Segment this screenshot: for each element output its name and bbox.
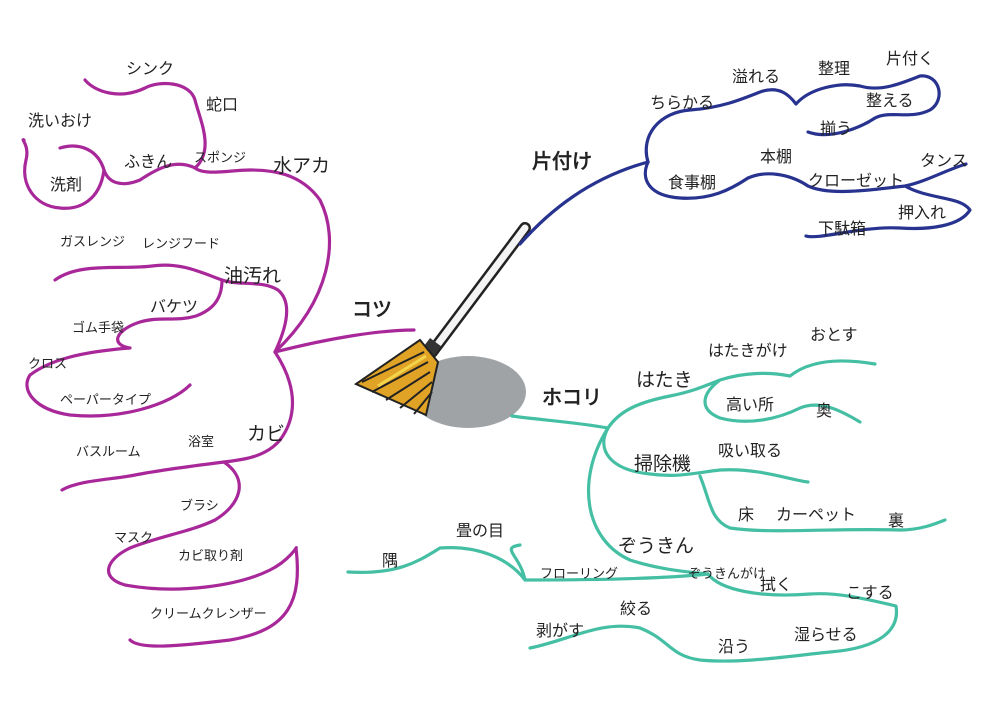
- subbranch-kabi: [106, 460, 299, 648]
- label-shokujidana: 食事棚: [668, 173, 716, 192]
- label-totonoeru: 整える: [866, 91, 914, 110]
- label-senzai: 洗剤: [50, 175, 82, 194]
- label-kosuru: こする: [846, 583, 894, 602]
- label-hokori: ホコリ: [542, 385, 602, 409]
- subbranch-chirakaru: [644, 74, 941, 164]
- label-hondana: 本棚: [760, 147, 792, 166]
- label-hagasu: 剥がす: [536, 621, 584, 640]
- label-zoukin: ぞうきん: [618, 535, 694, 557]
- label-mask: マスク: [114, 531, 153, 546]
- label-kotsu: コツ: [352, 297, 392, 321]
- label-takaitokoro: 高い所: [726, 395, 774, 414]
- broom-icon: [353, 222, 531, 428]
- subbranch-aburayogore: [25, 278, 224, 418]
- label-sumi: 隅: [382, 551, 398, 570]
- label-afureru: 溢れる: [732, 67, 780, 86]
- label-rangehood: レンジフード: [142, 237, 220, 252]
- label-chirakaru: ちらかる: [650, 93, 714, 112]
- label-jaguchi: 蛇口: [206, 95, 238, 114]
- label-hatakigake: はたきがけ: [708, 341, 788, 360]
- label-gomutebukuro: ゴム手袋: [72, 320, 124, 336]
- label-araioke: 洗いおけ: [28, 111, 92, 130]
- label-shimeraseru: 湿らせる: [794, 625, 858, 644]
- label-cloth: クロス: [28, 357, 67, 372]
- label-aburayogore: 油汚れ: [224, 265, 281, 287]
- label-zoukingake: ぞうきんがけ: [688, 567, 766, 582]
- connector-kabi: [60, 350, 294, 492]
- label-flooring: フローリング: [540, 567, 618, 582]
- subbranch-hataki: [606, 359, 877, 430]
- label-suitoru: 吸い取る: [718, 441, 782, 460]
- label-shiboru: 絞る: [620, 599, 652, 618]
- label-kabi: カビ: [247, 423, 285, 445]
- connector-kotsu: [273, 328, 416, 354]
- label-sink: シンク: [126, 59, 174, 78]
- connector-mizuaka: [248, 168, 332, 354]
- label-ura: 裏: [888, 511, 904, 530]
- label-getabako: 下駄箱: [818, 219, 866, 238]
- label-brush: ブラシ: [180, 498, 219, 514]
- label-tatami: 畳の目: [456, 521, 504, 540]
- label-yokushitsu: 浴室: [188, 434, 214, 450]
- branch-katazuke: 片付け ちらかる 溢れる 整理 片付く 整える 揃う 食事棚 本棚 クローゼット…: [518, 49, 972, 246]
- label-katazuke: 片付け: [532, 149, 592, 173]
- subbranch-soujiki: [602, 426, 947, 533]
- label-mizuaka: 水アカ: [273, 155, 330, 177]
- label-paper-type: ペーパータイプ: [60, 393, 151, 408]
- label-tansu: タンス: [920, 151, 968, 170]
- connector-katazuke: [518, 160, 650, 246]
- label-fuku: 拭く: [760, 575, 792, 594]
- subbranch-mizuaka: [21, 138, 252, 210]
- label-otosu: おとす: [810, 325, 858, 344]
- label-fukin: ふきん: [124, 152, 172, 171]
- subbranch-fuku: [528, 572, 899, 663]
- label-hataki: はたき: [636, 369, 693, 391]
- connector-aburayogore: [53, 263, 289, 354]
- label-soujiki: 掃除機: [634, 453, 691, 475]
- branch-hokori: ホコリ はたき はたきがけ おとす 高い所 奥 掃除機 吸い取る 床 カーペット…: [346, 325, 947, 663]
- label-sorou: 揃う: [820, 119, 852, 138]
- label-sponge: スポンジ: [194, 151, 246, 166]
- label-gasrange: ガスレンジ: [60, 235, 125, 250]
- label-kabitorizai: カビ取り剤: [178, 548, 243, 564]
- connector-hokori: [510, 414, 610, 430]
- label-yuka: 床: [738, 505, 754, 524]
- label-bathroom: バスルーム: [76, 445, 141, 460]
- subbranch-shokujidana: [643, 160, 972, 239]
- label-seiri: 整理: [818, 59, 850, 78]
- label-sou: 沿う: [718, 637, 750, 656]
- label-carpet: カーペット: [776, 505, 856, 524]
- label-oku: 奥: [816, 401, 832, 420]
- branch-kotsu: コツ 水アカ シンク 蛇口 洗いおけ ふきん スポンジ 洗剤 油汚れ ガスレンジ…: [21, 59, 416, 648]
- label-cream-cleanser: クリームクレンザー: [150, 607, 267, 622]
- subbranch-zoukin: [346, 426, 710, 582]
- label-oshiire: 押入れ: [898, 203, 946, 222]
- subbranch-sink: [83, 78, 207, 170]
- label-bucket: バケツ: [150, 297, 198, 316]
- label-katazuku: 片付く: [886, 49, 934, 68]
- label-closet: クローゼット: [808, 171, 904, 190]
